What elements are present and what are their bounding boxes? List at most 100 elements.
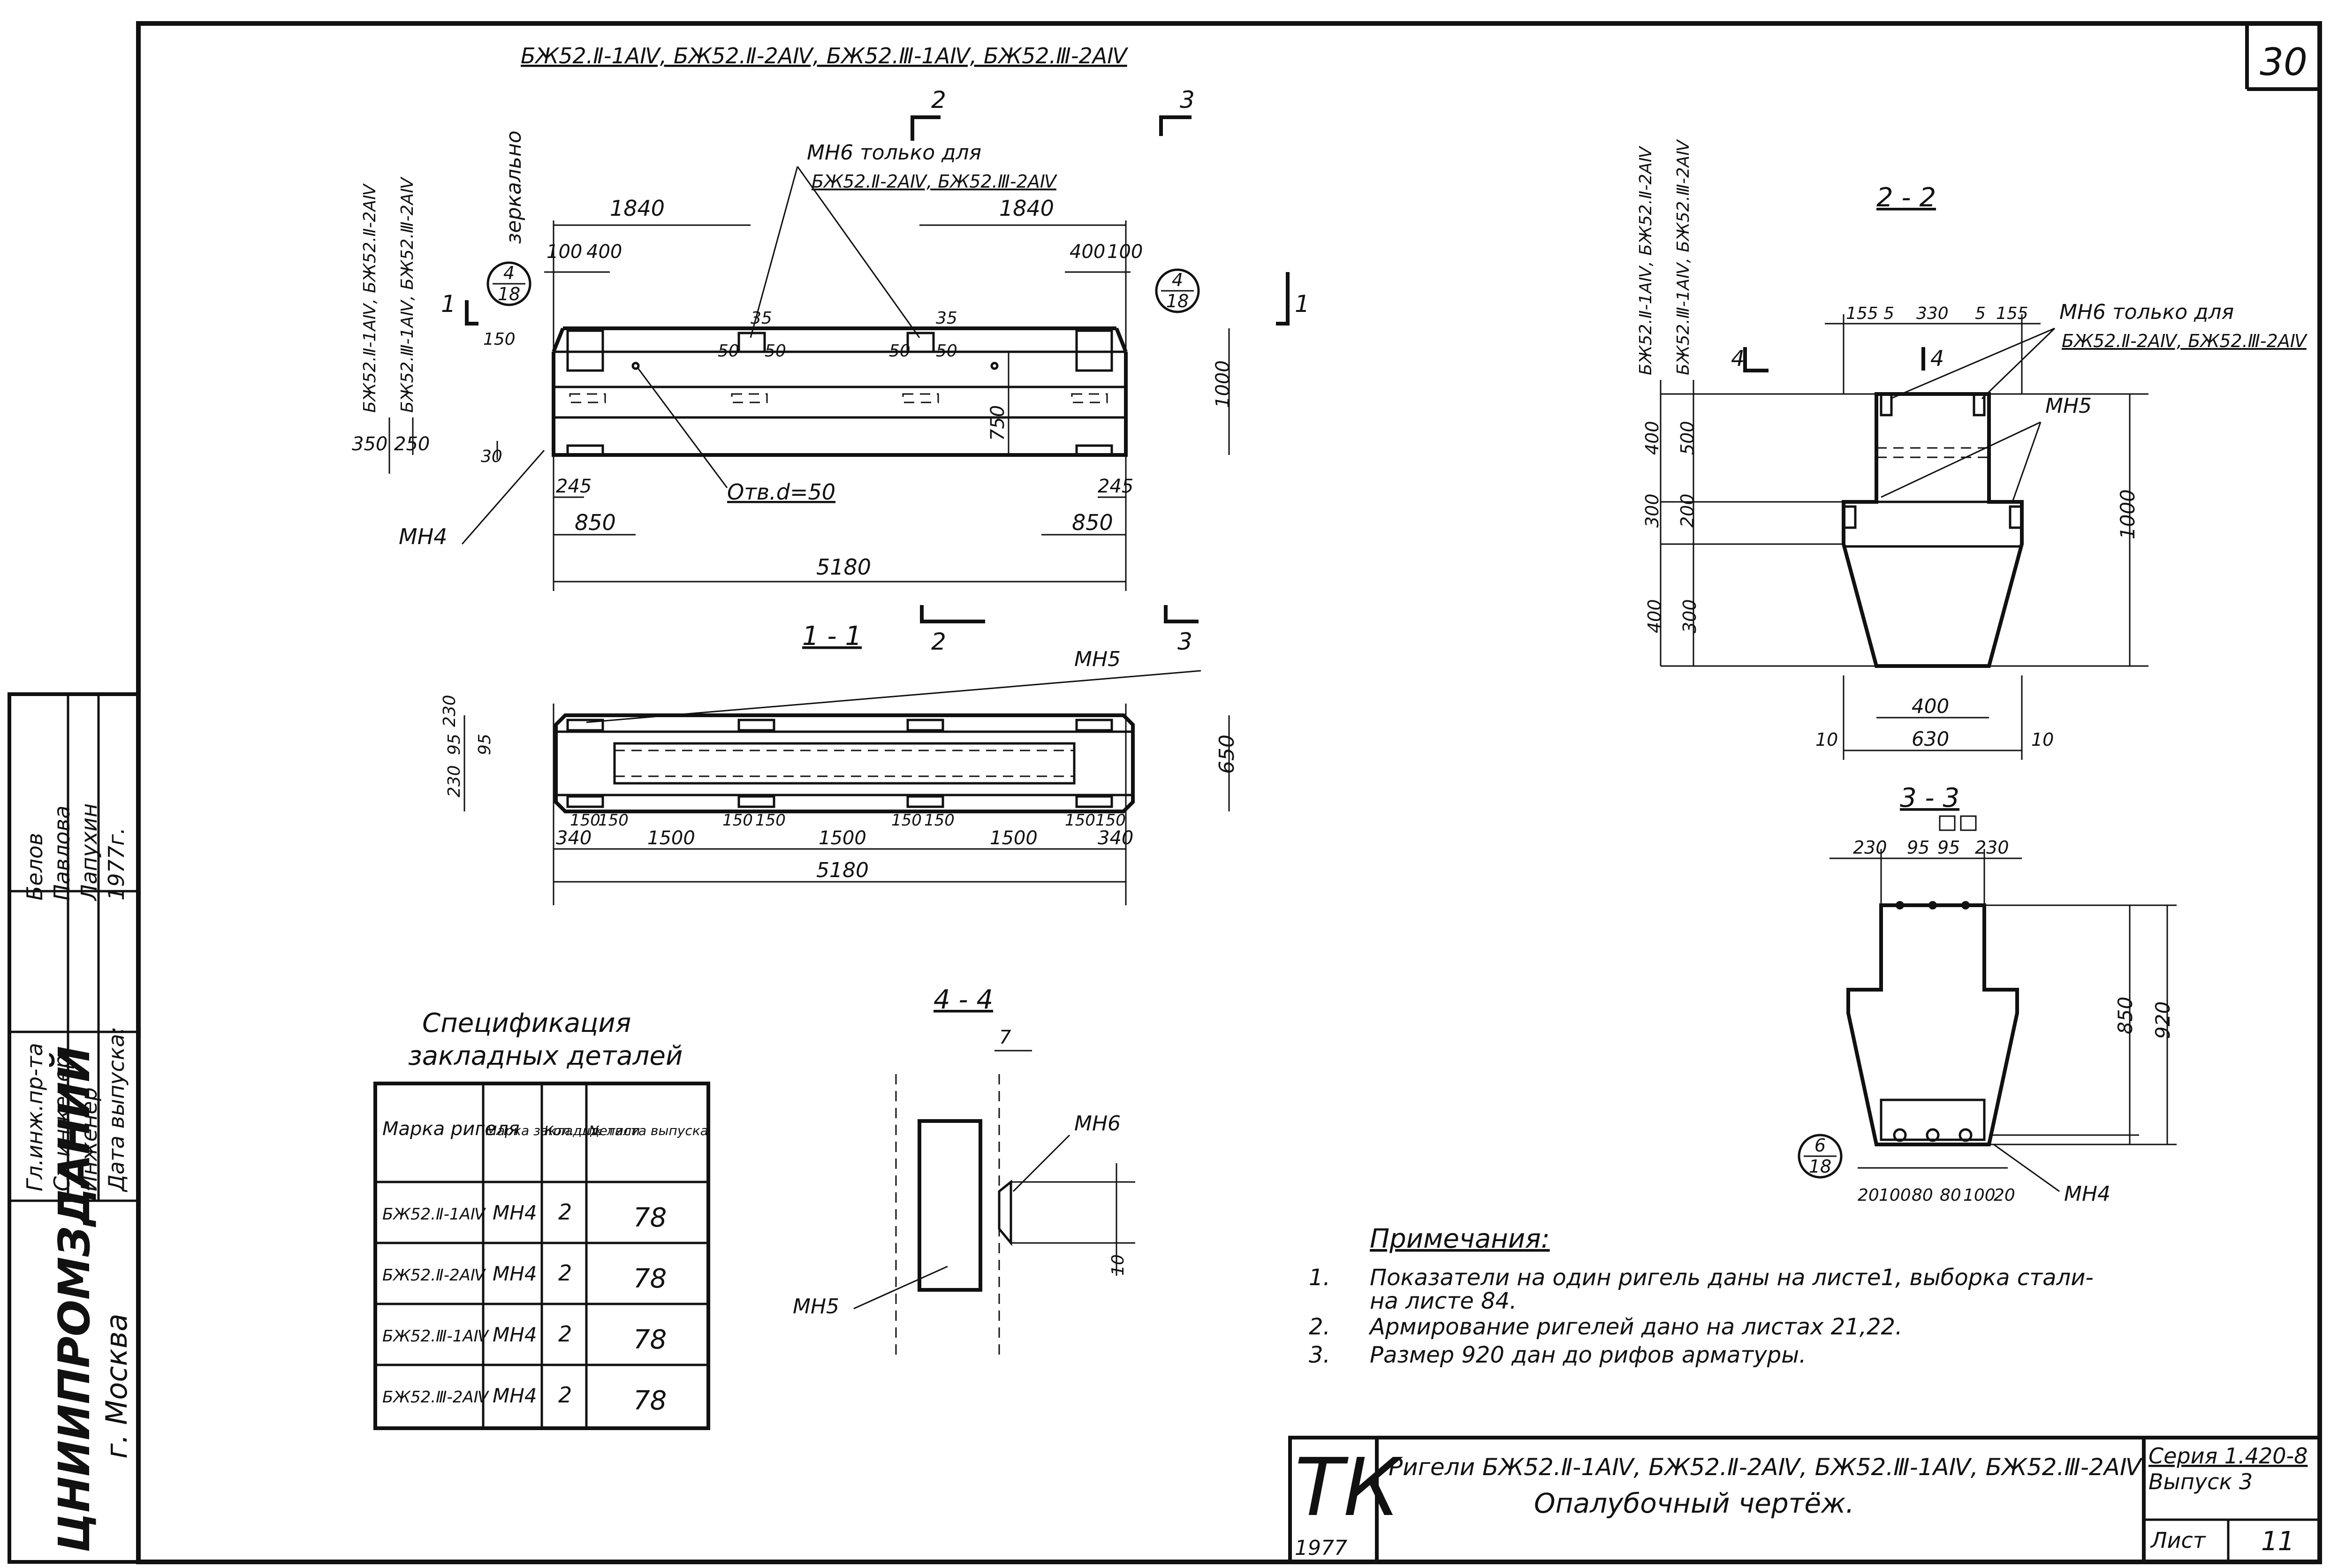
s22-title: 2 - 2	[1876, 182, 1936, 213]
note-1-line2: на листе 84.	[1370, 1288, 1517, 1314]
title-series: Серия 1.420-8	[2148, 1443, 2308, 1469]
plan-1-1: 1 - 1 МН5 230 95 95 230 650 150 150 150 …	[440, 621, 1239, 905]
front-cut-2-bottom: 2	[931, 628, 946, 655]
front-cut-2-top: 2	[931, 86, 946, 114]
s22-dim-1000: 1000	[2116, 489, 2139, 539]
front-hole-note: Отв.d=50	[727, 479, 835, 505]
spec-header-1: Марка ригеля	[382, 1118, 519, 1140]
front-dim-850-right: 850	[1072, 510, 1113, 535]
s33-dim-95-left: 95	[1907, 837, 1929, 858]
s22-dim-10-left: 10	[1815, 729, 1838, 750]
stamp-name-1: Белов	[22, 833, 47, 901]
s22-dim-300-b: 300	[1679, 599, 1700, 633]
front-dim-245-right: 245	[1098, 476, 1133, 497]
title-sheet-label: Лист	[2150, 1528, 2206, 1553]
front-callout-left-num: 4	[503, 263, 515, 283]
plan-dim-340-left: 340	[556, 827, 592, 849]
s22-side-mark-2: БЖ52.Ⅲ-1АⅣ, БЖ52.Ⅲ-2АⅣ	[1674, 139, 1693, 375]
side-stamp: Гл.инж.пр-та Ст.инженер Инженер Дата вып…	[8, 692, 140, 1564]
front-mirror-label: зеркально	[502, 130, 526, 244]
front-dim-35-b: 35	[936, 309, 957, 328]
front-dim-100-left: 100	[547, 241, 582, 263]
stamp-city: г. Москва	[99, 1314, 134, 1459]
front-callout-left-den: 18	[498, 284, 520, 304]
spec-r4-c2: МН4	[493, 1384, 537, 1407]
plan-dim-150-1: 150	[570, 811, 600, 830]
s22-dim-300-a: 300	[1642, 493, 1662, 528]
s33-dim-230-right: 230	[1975, 837, 2009, 858]
s22-dim-10-right: 10	[2031, 729, 2054, 750]
spec-header-2: Марка заклад. детали	[486, 1123, 640, 1138]
s22-side-mark-1: БЖ52.Ⅱ-1АⅣ, БЖ52.Ⅱ-2АⅣ	[1636, 145, 1655, 375]
s33-dim-920: 920	[2151, 1001, 2174, 1039]
title-issue: Выпуск 3	[2148, 1469, 2253, 1494]
spec-r2-c1: БЖ52.Ⅱ-2АⅣ	[382, 1266, 486, 1285]
s22-dim-155-left: 155	[1846, 304, 1878, 323]
plan-dim-150-7: 150	[1065, 811, 1095, 830]
spec-header-4: № листа выпуска	[588, 1123, 708, 1138]
s22-cut-4-center: 4	[1930, 346, 1944, 371]
section-2-2: 2 - 2 БЖ52.Ⅱ-1АⅣ, БЖ52.Ⅱ-2АⅣ БЖ52.Ⅲ-1АⅣ,…	[1636, 139, 2308, 760]
stamp-name-4: 1977г.	[104, 827, 129, 901]
title-block: ТК 1977 Ригели БЖ52.Ⅱ-1АⅣ, БЖ52.Ⅱ-2АⅣ, Б…	[1288, 1436, 2322, 1564]
plan-dim-150-6: 150	[924, 811, 955, 830]
front-dim-150: 150	[483, 330, 516, 349]
spec-r3-c4: 78	[633, 1325, 667, 1355]
note-2-line1: Армирование ригелей дано на листах 21,22…	[1368, 1314, 1902, 1340]
section-4-4: 4 - 4 7 10 МН6 МН5	[793, 985, 1135, 1360]
front-mh4-label: МН4	[399, 524, 448, 549]
s33-dim-850: 850	[2114, 997, 2137, 1034]
notes-title: Примечания:	[1370, 1224, 1550, 1254]
s33-callout-den: 18	[1809, 1156, 1831, 1177]
s22-mh6-note-2: БЖ52.Ⅱ-2АⅣ, БЖ52.Ⅲ-2АⅣ	[2062, 331, 2308, 351]
s22-dim-5-right: 5	[1975, 304, 1986, 323]
plan-dim-150-8: 150	[1095, 811, 1126, 830]
s22-dim-5-left: 5	[1883, 304, 1894, 323]
front-callout-right-num: 4	[1172, 270, 1183, 290]
plan-dim-150-4: 150	[755, 811, 786, 830]
spec-r1-c2: МН4	[493, 1201, 537, 1224]
s22-dim-630: 630	[1912, 727, 1949, 750]
stamp-role-2: Ст.инженер	[49, 1055, 75, 1191]
spec-r3-c2: МН4	[493, 1323, 537, 1346]
title-year: 1977	[1295, 1536, 1347, 1560]
spec-r1-c1: БЖ52.Ⅱ-1АⅣ	[382, 1205, 486, 1224]
spec-r1-c4: 78	[633, 1203, 667, 1233]
front-dim-50-d: 50	[936, 341, 957, 361]
s22-dim-330: 330	[1916, 304, 1949, 323]
front-dim-850-left: 850	[575, 510, 616, 535]
spec-r2-c4: 78	[633, 1264, 667, 1294]
s33-mh4-label: МН4	[2064, 1182, 2110, 1206]
s22-mh6-note-1: МН6 только для	[2059, 300, 2234, 324]
s33-dim-80-left: 80	[1912, 1186, 1933, 1205]
s44-mh6-label: МН6	[1074, 1112, 1121, 1136]
front-dim-1840-right: 1840	[999, 196, 1054, 221]
s44-dim-7: 7	[999, 1027, 1011, 1048]
plan-dim-95-a: 95	[445, 734, 464, 755]
front-dim-400-left: 400	[586, 241, 622, 263]
plan-dim-1500-3: 1500	[990, 827, 1038, 849]
front-cut-3-bottom: 3	[1177, 628, 1192, 655]
plan-dim-95-b: 95	[475, 734, 494, 755]
title-sheet-no: 11	[2261, 1526, 2294, 1557]
front-dim-5180: 5180	[816, 554, 871, 580]
section-3-3: 3 - 3 230 95 95 230 850 920 20 100 80 80…	[1798, 783, 2177, 1206]
front-dim-750: 750	[987, 405, 1009, 441]
spec-r4-c4: 78	[633, 1386, 667, 1416]
stamp-name-3: Лапухин	[76, 803, 102, 901]
plan-mh5-label: МН5	[1074, 647, 1121, 671]
front-cut-1-left: 1	[441, 290, 456, 318]
s33-dim-230-left: 230	[1853, 837, 1887, 858]
note-3-line1: Размер 920 дан до рифов арматуры.	[1370, 1342, 1806, 1368]
front-dim-400-right: 400	[1070, 241, 1105, 263]
title-name-2: Опалубочный чертёж.	[1534, 1487, 1854, 1519]
spec-title-2: закладных деталей	[408, 1041, 683, 1071]
s22-cut-4-left: 4	[1731, 346, 1745, 371]
spec-r2-c3: 2	[558, 1260, 572, 1286]
s22-dim-400-bottom: 400	[1912, 695, 1949, 718]
front-mh6-note-1: МН6 только для	[807, 141, 981, 165]
front-view: 1840 1840 100 400 400 100 50 50 50 50 35…	[352, 86, 1310, 655]
plan-dim-150-3: 150	[722, 811, 753, 830]
plan-dim-650: 650	[1215, 735, 1239, 774]
